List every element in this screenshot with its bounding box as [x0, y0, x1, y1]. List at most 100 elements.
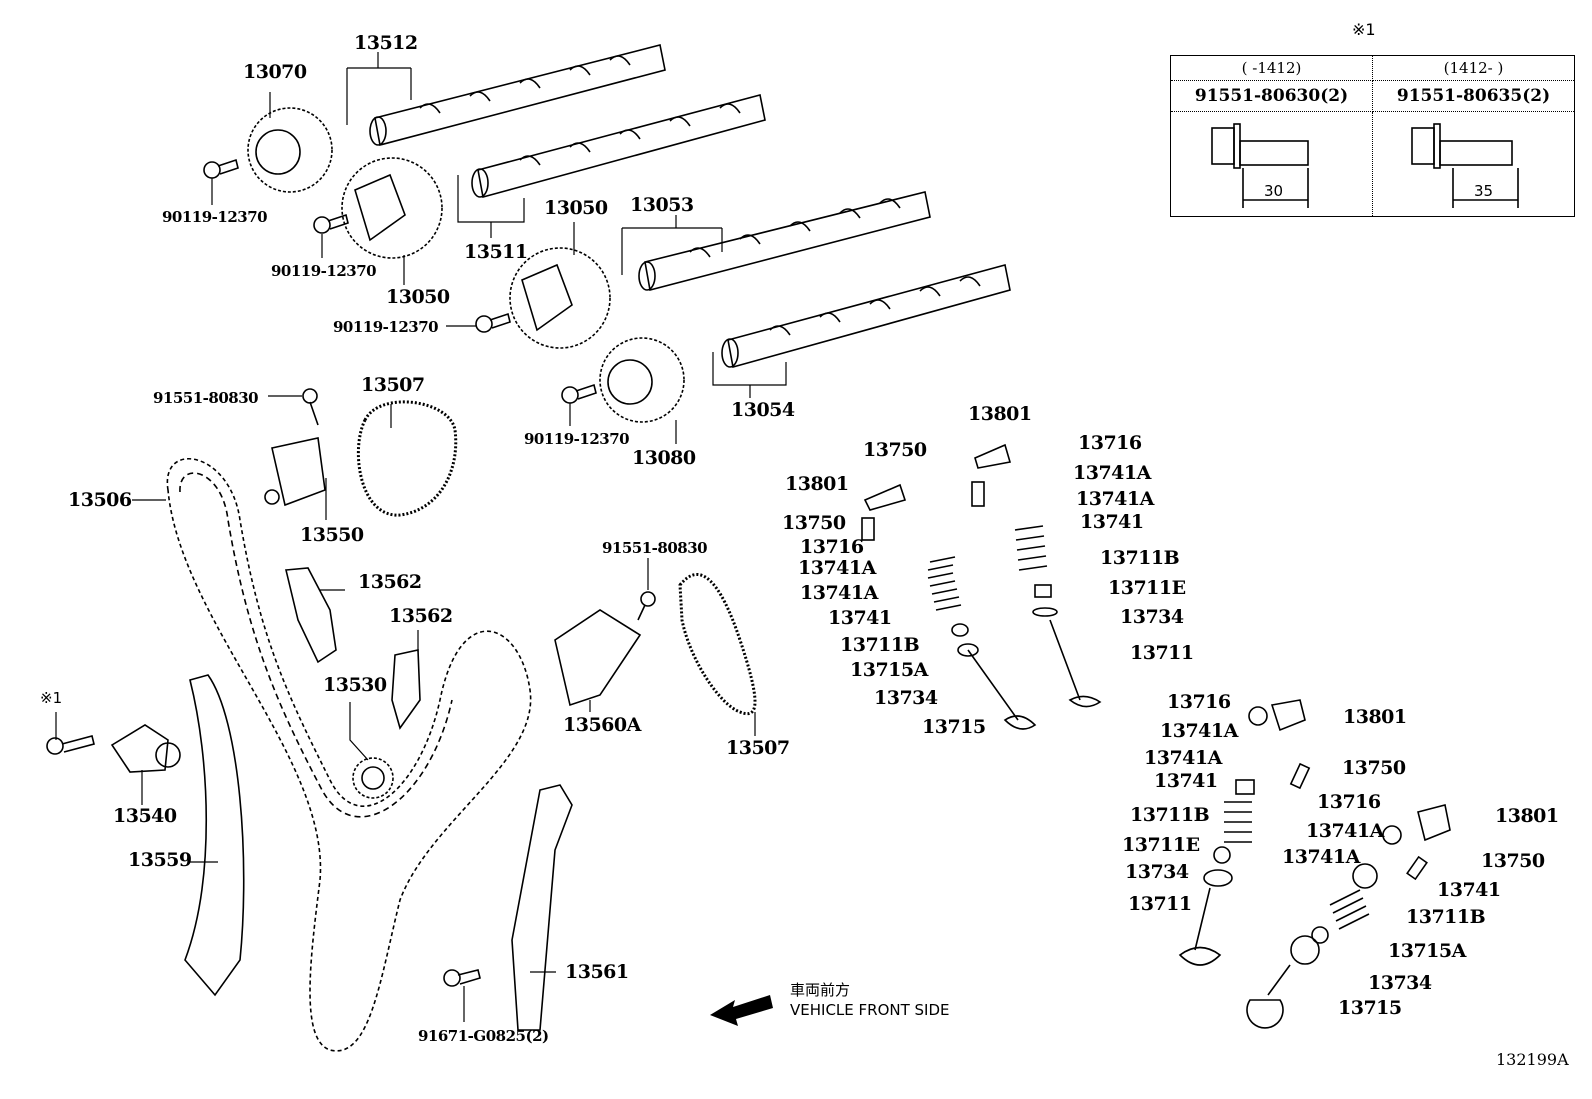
chain-13507-lower[interactable]: [678, 573, 757, 716]
part-label[interactable]: 13562: [358, 571, 422, 593]
chain-tensioner-13550[interactable]: [264, 437, 326, 507]
part-label[interactable]: 13801: [968, 403, 1032, 425]
part-number-cell[interactable]: 91551-80630(2): [1170, 80, 1373, 112]
chain-damper-13562-a[interactable]: [285, 567, 337, 664]
chain-tensioner-13540[interactable]: [110, 724, 181, 773]
length-dimension: 35: [1474, 182, 1494, 200]
timing-chain-inner: [179, 472, 453, 818]
part-label[interactable]: 13711E: [1122, 834, 1200, 856]
part-label[interactable]: 13741: [1154, 770, 1218, 792]
part-label[interactable]: 13562: [389, 605, 453, 627]
part-label[interactable]: 13560A: [563, 714, 641, 736]
part-label[interactable]: 13741: [828, 607, 892, 629]
valve-train-group-4[interactable]: [1246, 804, 1451, 1029]
part-label[interactable]: 13750: [1342, 757, 1406, 779]
camshaft-exhaust-2[interactable]: [721, 264, 1011, 369]
part-label[interactable]: 13741A: [1160, 720, 1238, 742]
part-label[interactable]: 13070: [243, 61, 307, 83]
part-label[interactable]: 13741: [1437, 879, 1501, 901]
part-label[interactable]: 13734: [1120, 606, 1184, 628]
part-label[interactable]: 13741: [1080, 511, 1144, 533]
part-label[interactable]: 13801: [1343, 706, 1407, 728]
part-label[interactable]: 13711B: [1130, 804, 1210, 826]
part-label[interactable]: 13530: [323, 674, 387, 696]
part-label[interactable]: 13050: [544, 197, 608, 219]
length-dimension: 30: [1264, 182, 1284, 200]
part-label[interactable]: 13050: [386, 286, 450, 308]
part-label[interactable]: 13080: [632, 447, 696, 469]
camshaft-intake-2[interactable]: [638, 191, 931, 291]
part-label[interactable]: 90119-12370: [333, 318, 439, 336]
part-label[interactable]: 13506: [68, 489, 132, 511]
reference-table: ( -1412) (1412- ) 91551-80630(2) 91551-8…: [1170, 55, 1575, 217]
part-label[interactable]: 90119-12370: [162, 208, 268, 226]
part-label[interactable]: 13741A: [1076, 488, 1154, 510]
part-label[interactable]: 13715A: [850, 659, 928, 681]
cam-sprocket-13050-b[interactable]: [509, 247, 611, 349]
leader-lines: [55, 52, 787, 1022]
part-label[interactable]: 13540: [113, 805, 177, 827]
part-label[interactable]: 13711B: [1100, 547, 1180, 569]
part-number-cell[interactable]: 91551-80635(2): [1372, 80, 1575, 112]
part-label[interactable]: 13507: [361, 374, 425, 396]
part-label[interactable]: 13711B: [1406, 906, 1486, 928]
part-label[interactable]: 13715A: [1388, 940, 1466, 962]
part-label[interactable]: 13716: [1078, 432, 1142, 454]
part-label[interactable]: 13550: [300, 524, 364, 546]
crank-sprocket-13530[interactable]: [352, 757, 394, 799]
part-label[interactable]: 13741A: [1306, 820, 1384, 842]
valve-train-group-2[interactable]: [971, 443, 1102, 708]
part-label[interactable]: 91551-80830: [602, 539, 708, 557]
part-label[interactable]: 13512: [354, 32, 418, 54]
camshaft-exhaust-1[interactable]: [471, 94, 766, 199]
camshaft-intake-1[interactable]: [369, 44, 666, 146]
part-label[interactable]: 90119-12370: [271, 262, 377, 280]
part-label[interactable]: 13715: [1338, 997, 1402, 1019]
chain-damper-13562-b[interactable]: [391, 649, 421, 730]
part-label[interactable]: 13734: [1368, 972, 1432, 994]
part-label[interactable]: 13561: [565, 961, 629, 983]
part-label[interactable]: 13741A: [1073, 462, 1151, 484]
cam-sprocket-13050-a[interactable]: [341, 157, 443, 259]
part-label[interactable]: 91671-G0825(2): [418, 1027, 549, 1045]
part-label[interactable]: 13741A: [1282, 846, 1360, 868]
part-label[interactable]: 13559: [128, 849, 192, 871]
part-label[interactable]: 13711: [1130, 642, 1194, 664]
left-down-arrow-icon: [710, 995, 773, 1026]
part-label[interactable]: 13711: [1128, 893, 1192, 915]
part-label[interactable]: 90119-12370: [524, 430, 630, 448]
part-label[interactable]: 13750: [782, 512, 846, 534]
valve-train-group-3[interactable]: [1178, 699, 1311, 966]
part-label[interactable]: 13716: [800, 536, 864, 558]
vvt-gear-13070[interactable]: [247, 107, 333, 193]
part-label[interactable]: 13734: [874, 687, 938, 709]
part-label[interactable]: 13511: [464, 241, 528, 263]
part-label[interactable]: 91551-80830: [153, 389, 259, 407]
part-label[interactable]: 13801: [785, 473, 849, 495]
part-label[interactable]: 13741A: [800, 582, 878, 604]
chain-slipper-13559[interactable]: [184, 674, 245, 997]
part-label[interactable]: 13734: [1125, 861, 1189, 883]
vvt-gear-13080[interactable]: [599, 337, 685, 423]
part-label[interactable]: 13711B: [840, 634, 920, 656]
part-label[interactable]: 13711E: [1108, 577, 1186, 599]
part-label[interactable]: 13507: [726, 737, 790, 759]
part-label[interactable]: 13053: [630, 194, 694, 216]
part-label[interactable]: 13801: [1495, 805, 1559, 827]
chain-guide-13561[interactable]: [511, 784, 573, 1031]
part-label[interactable]: 13716: [1167, 691, 1231, 713]
direction-label-jp: 車両前方: [790, 981, 851, 999]
reference-marker: ※1: [40, 689, 63, 707]
part-label[interactable]: 13716: [1317, 791, 1381, 813]
part-label[interactable]: 13750: [863, 439, 927, 461]
part-label[interactable]: 13750: [1481, 850, 1545, 872]
part-label[interactable]: 13715: [922, 716, 986, 738]
part-label[interactable]: 13054: [731, 399, 795, 421]
chain-tensioner-13560A[interactable]: [554, 609, 642, 707]
part-label[interactable]: 13741A: [1144, 747, 1222, 769]
chain-13507-upper[interactable]: [357, 400, 458, 517]
catalog-id: 132199A: [1496, 1050, 1569, 1069]
valve-train-group-1[interactable]: [861, 483, 1037, 730]
part-label[interactable]: 13741A: [798, 557, 876, 579]
